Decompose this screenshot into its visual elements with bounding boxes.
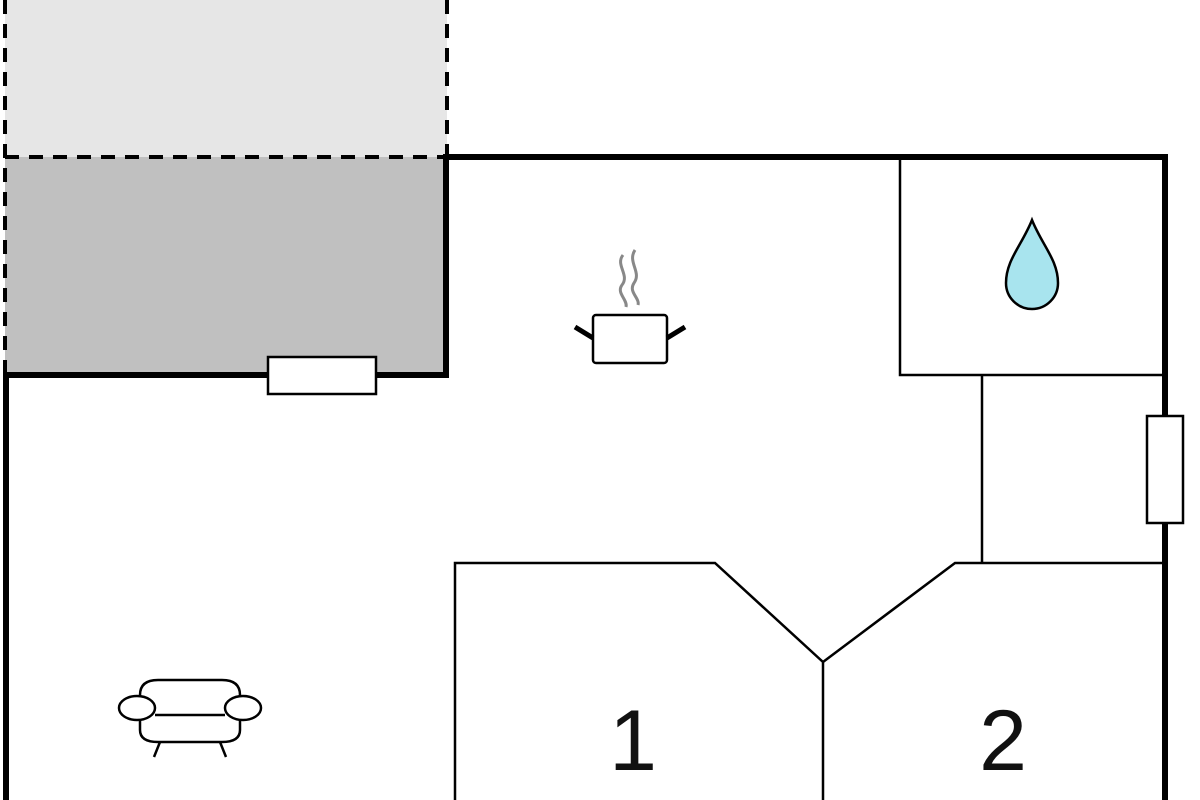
terrace-dashed-outline [3,0,449,375]
exterior-wall [3,154,1168,800]
covered-terrace [5,157,447,375]
water-drop-icon [1004,216,1060,311]
kitchen-pot-icon [573,249,687,365]
window-right [1145,414,1185,525]
window-terrace [266,355,378,396]
armchair-icon [117,678,263,758]
open-terrace [5,0,447,157]
room-label-2: 2 [979,693,1027,789]
interior-walls [453,158,1163,800]
room-label-1: 1 [609,693,657,789]
